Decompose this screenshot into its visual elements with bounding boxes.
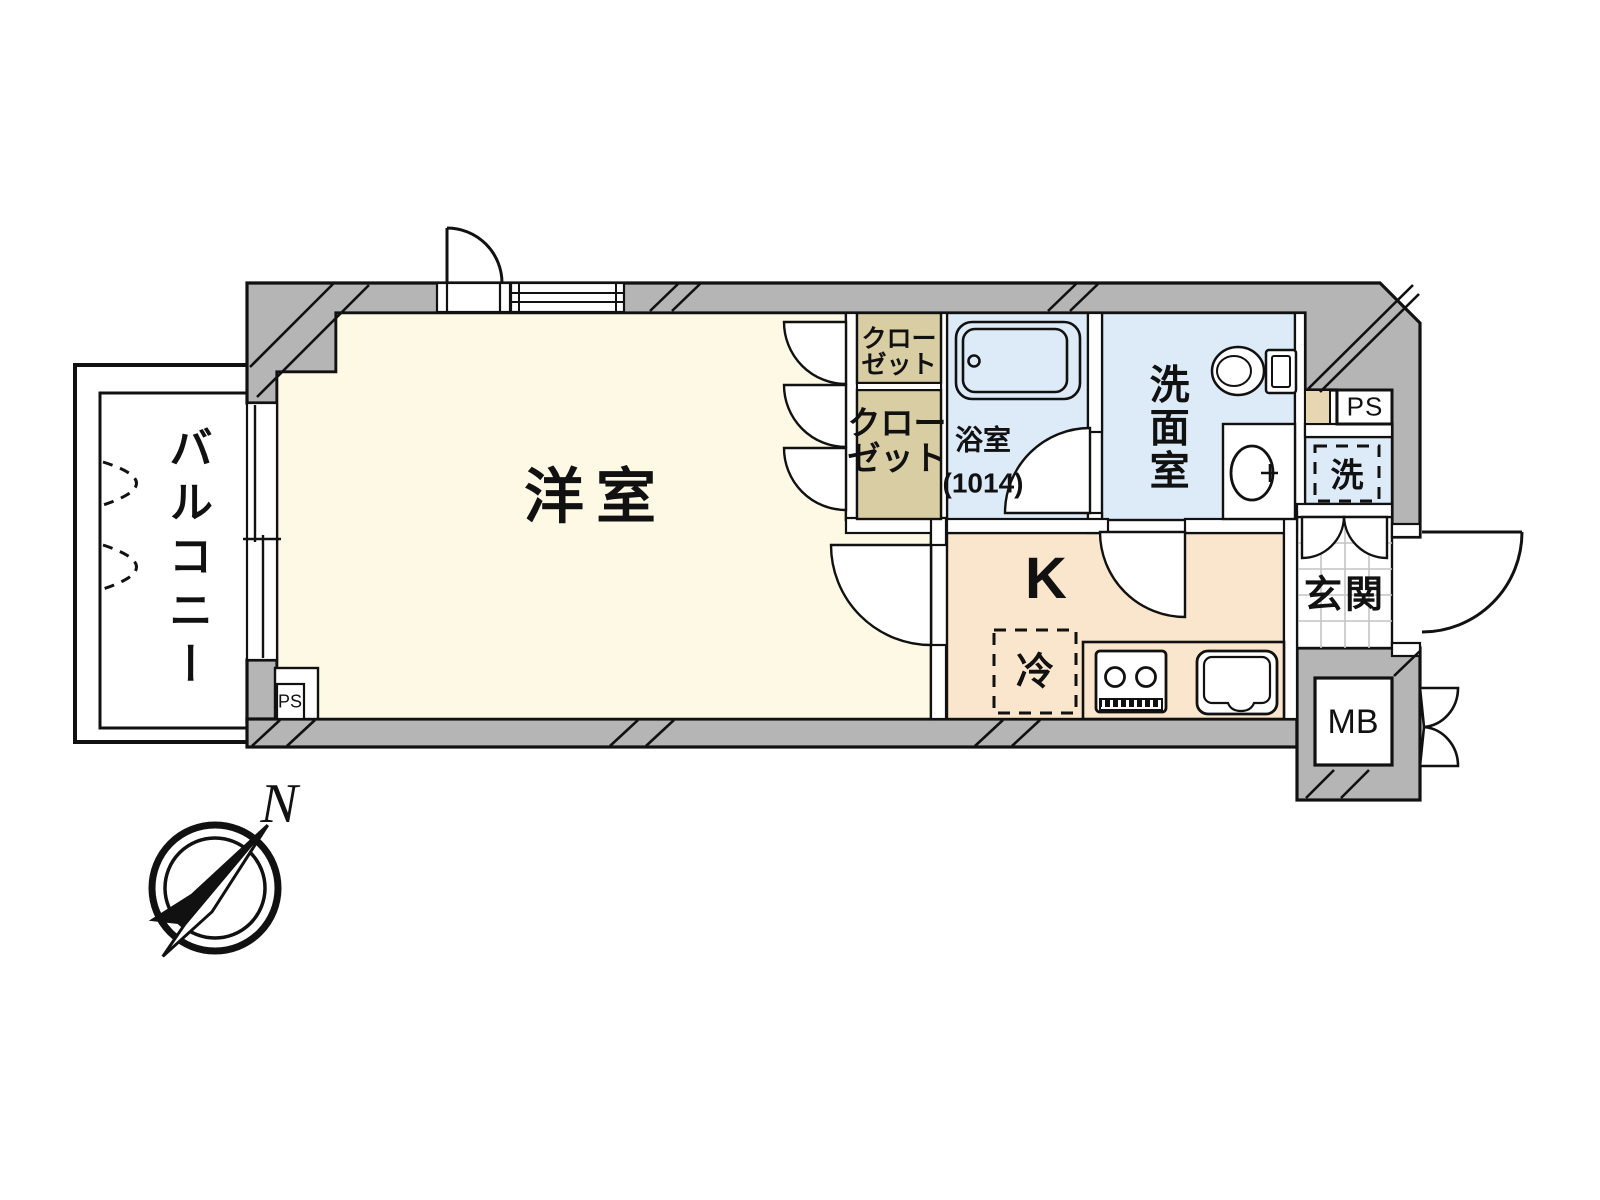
balcony <box>73 363 254 744</box>
closet-lower <box>855 388 943 521</box>
kitchen-counter <box>1081 640 1286 721</box>
meter-box <box>1313 676 1394 767</box>
washroom-kitchen-door-arc <box>1098 530 1187 619</box>
washer-door-right <box>1342 515 1389 560</box>
toilet <box>1210 345 1298 397</box>
closet-door-arc <box>782 320 848 386</box>
top-window <box>509 281 626 314</box>
left-wall-bottom <box>245 658 279 724</box>
corner-beige-duct <box>1304 389 1331 425</box>
top-wall-openings <box>435 226 626 314</box>
bath-door-arc <box>1003 426 1092 515</box>
balcony-partition-dashes <box>102 460 138 591</box>
kitchen-sink <box>1195 649 1279 716</box>
closet-divider <box>856 382 942 391</box>
closet-door-arc <box>782 446 848 512</box>
doors <box>782 320 1389 647</box>
washer-box <box>1313 444 1381 503</box>
bathtub <box>954 320 1082 401</box>
bottom-wall <box>245 717 1299 749</box>
entry-door <box>1421 530 1524 634</box>
vanity-sink <box>1221 422 1297 521</box>
ps-box-left <box>273 666 320 721</box>
compass-needle-black <box>148 824 269 925</box>
mb-doors <box>1418 686 1460 768</box>
closet-upper <box>855 311 943 385</box>
closet-door-arc <box>782 383 848 449</box>
mainroom-kitchen-door-arc <box>829 543 933 647</box>
wall-hatch-marks <box>249 283 1421 799</box>
compass <box>148 821 282 958</box>
top-door-leaf-arc <box>445 226 504 284</box>
ps-box-right <box>1335 388 1394 426</box>
closets <box>855 311 943 521</box>
stove <box>1094 649 1168 714</box>
balcony-window <box>243 401 281 662</box>
perimeter-walls <box>245 281 1422 802</box>
